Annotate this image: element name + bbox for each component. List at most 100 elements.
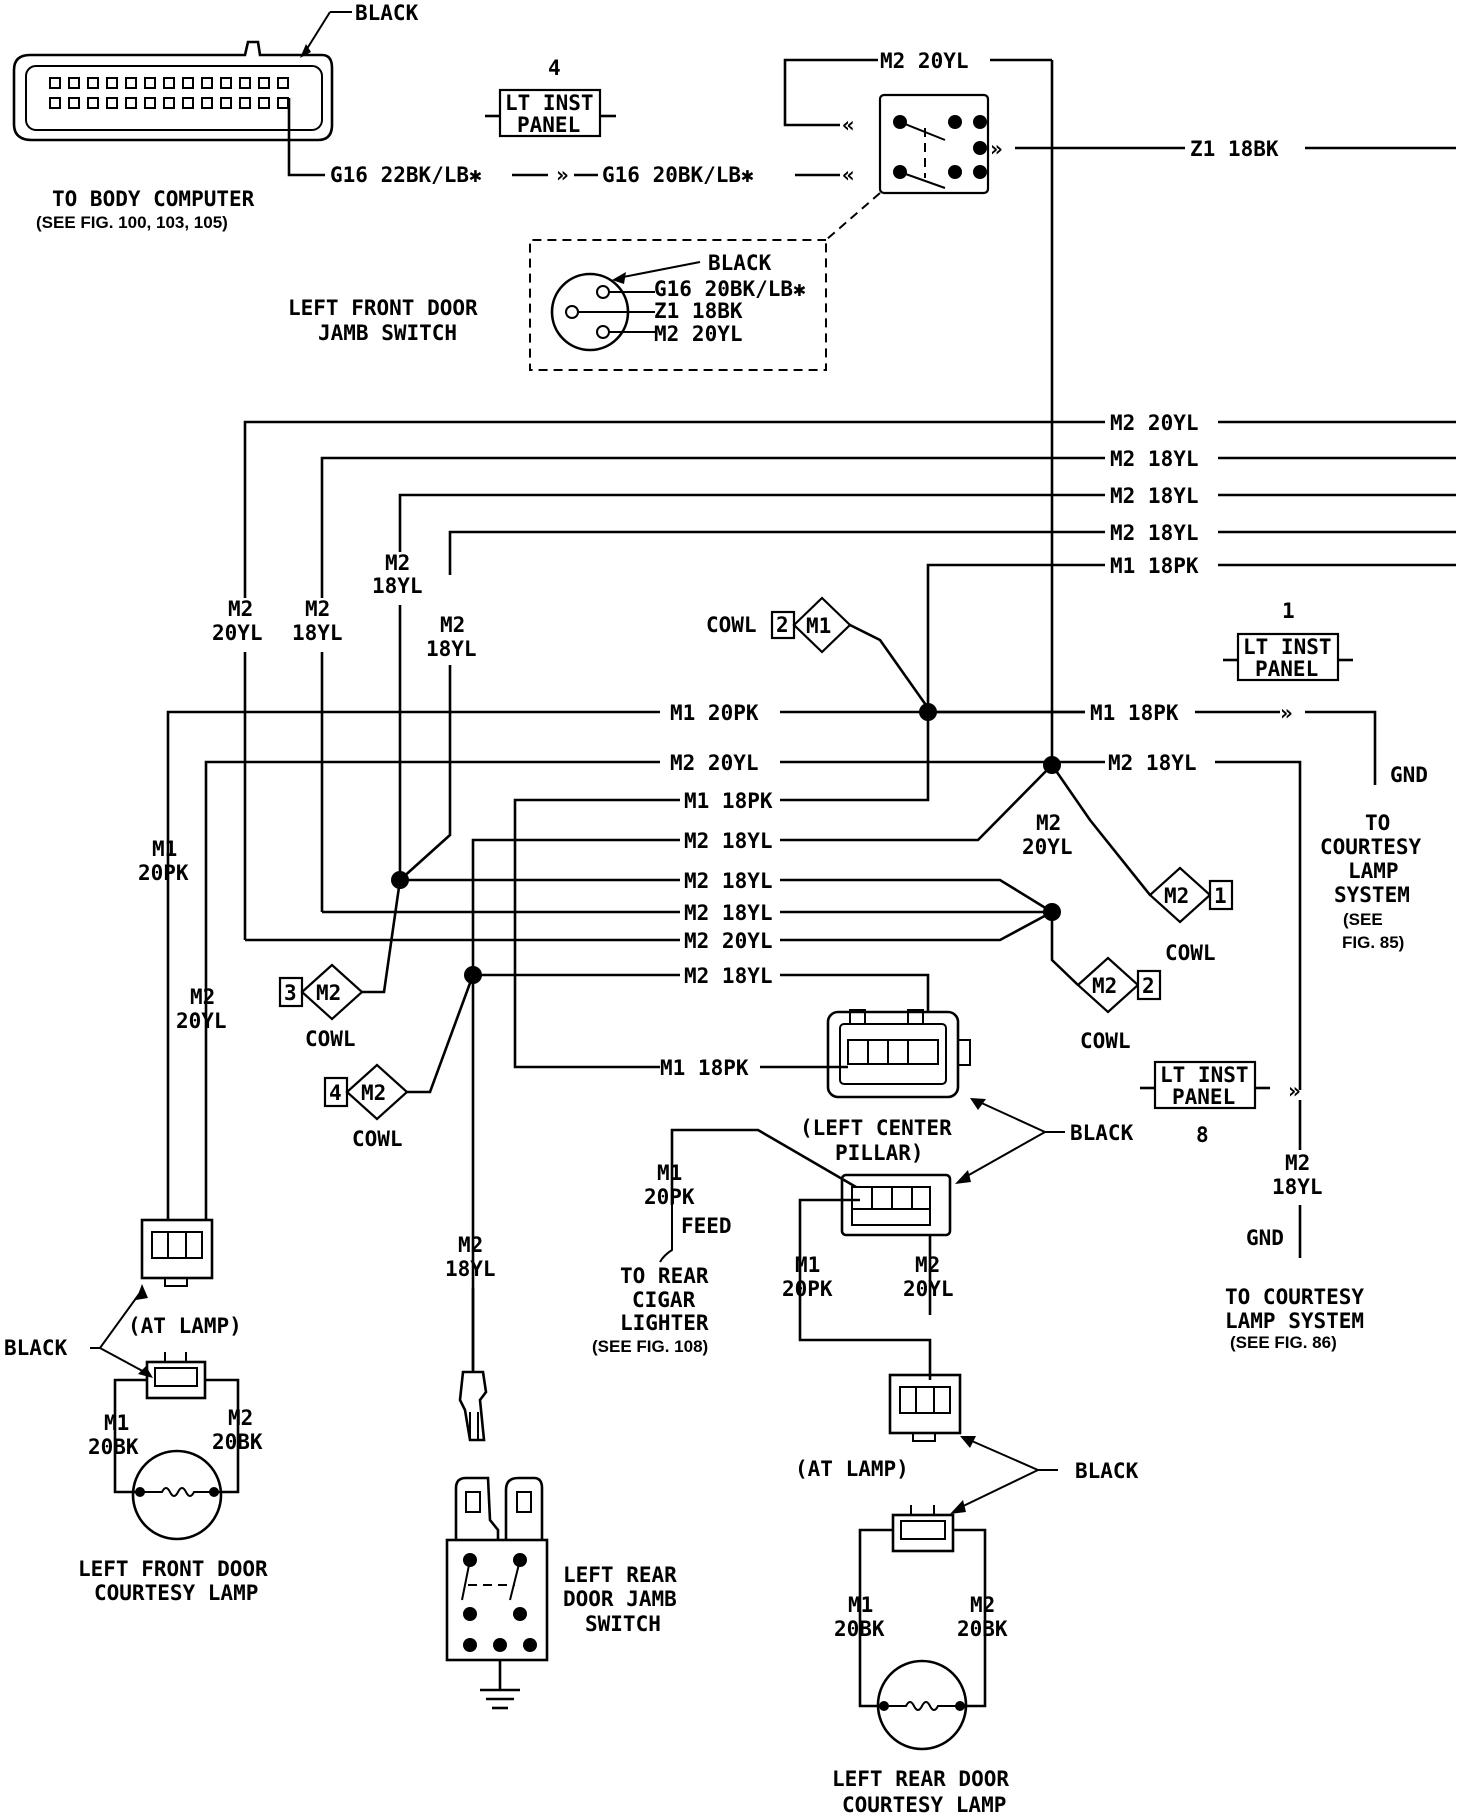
svg-text:M2 20YL: M2 20YL — [654, 322, 743, 346]
left-front-door-lamp — [90, 1218, 240, 1541]
svg-text:GND: GND — [1390, 763, 1428, 787]
svg-text:20YL: 20YL — [176, 1009, 227, 1033]
svg-text:20PK: 20PK — [782, 1277, 833, 1301]
svg-text:COWL: COWL — [1165, 941, 1216, 965]
svg-text:DOOR JAMB: DOOR JAMB — [563, 1587, 677, 1611]
svg-text:M2: M2 — [1092, 974, 1117, 998]
svg-text:M2: M2 — [316, 981, 341, 1005]
svg-text:»: » — [556, 163, 569, 187]
svg-text:M2: M2 — [190, 985, 215, 1009]
svg-text:COURTESY LAMP: COURTESY LAMP — [94, 1581, 258, 1605]
svg-text:18YL: 18YL — [445, 1257, 496, 1281]
svg-text:M1 20PK: M1 20PK — [670, 701, 759, 725]
svg-text:M2 20YL: M2 20YL — [684, 929, 773, 953]
svg-text:M2 18YL: M2 18YL — [1110, 447, 1199, 471]
svg-text:BLACK: BLACK — [1075, 1459, 1139, 1483]
connector-pin — [182, 77, 194, 89]
connector-pin — [220, 97, 232, 109]
mid-wires — [166, 708, 1105, 1345]
connector-pin — [258, 97, 270, 109]
lt-inst-panel-bottom: LT INST PANEL 8 » — [1140, 1060, 1302, 1150]
connector-pin — [125, 97, 137, 109]
connector-pin — [239, 77, 251, 89]
connector-pin — [49, 97, 61, 109]
svg-text:GND: GND — [1246, 1226, 1284, 1250]
svg-text:18YL: 18YL — [292, 621, 343, 645]
svg-text:M2 18YL: M2 18YL — [1110, 521, 1199, 545]
svg-text:M2 18YL: M2 18YL — [684, 964, 773, 988]
svg-text:M2 20YL: M2 20YL — [1110, 411, 1199, 435]
svg-text:20PK: 20PK — [138, 861, 189, 885]
svg-text:M2 18YL: M2 18YL — [1108, 751, 1197, 775]
svg-text:18YL: 18YL — [426, 637, 477, 661]
svg-text:PANEL: PANEL — [1255, 657, 1318, 681]
connector-pin — [87, 77, 99, 89]
cowl-connector-4-m2: 4 M2 COWL — [323, 974, 475, 1151]
connector-pin — [87, 97, 99, 109]
svg-text:M2: M2 — [228, 1406, 253, 1430]
svg-text:M1: M1 — [657, 1161, 682, 1185]
lt-inst-panel-right: 1 LT INST PANEL — [1223, 599, 1353, 682]
svg-text:3: 3 — [284, 981, 297, 1005]
body-computer-ref: (SEE FIG. 100, 103, 105) — [36, 213, 228, 232]
connector-pin — [144, 77, 156, 89]
svg-text:COURTESY LAMP: COURTESY LAMP — [842, 1793, 1006, 1817]
svg-text:M2 18YL: M2 18YL — [1110, 484, 1199, 508]
svg-text:(SEE: (SEE — [1343, 910, 1383, 929]
svg-text:SYSTEM: SYSTEM — [1334, 883, 1410, 907]
left-rear-door-lamp — [858, 1373, 1058, 1751]
svg-text:FIG. 85): FIG. 85) — [1342, 933, 1404, 952]
connector-pin — [239, 97, 251, 109]
pillar-lower-connector — [670, 1128, 952, 1380]
svg-text:18YL: 18YL — [372, 574, 423, 598]
svg-text:BLACK: BLACK — [1070, 1121, 1134, 1145]
connector-pin — [106, 77, 118, 89]
body-computer-connector — [12, 11, 352, 142]
svg-text:M2 18YL: M2 18YL — [684, 901, 773, 925]
svg-text:LAMP: LAMP — [1348, 859, 1399, 883]
svg-text:2: 2 — [1142, 974, 1155, 998]
connector-pin — [182, 97, 194, 109]
svg-text:M2: M2 — [970, 1593, 995, 1617]
bus-wires — [243, 420, 1456, 708]
svg-text:20BK: 20BK — [212, 1430, 263, 1454]
svg-text:M2: M2 — [361, 1081, 386, 1105]
svg-text:BLACK: BLACK — [4, 1336, 68, 1360]
svg-text:20BK: 20BK — [88, 1435, 139, 1459]
svg-text:G16 20BK/LB✱: G16 20BK/LB✱ — [654, 277, 806, 301]
front-jamb-switch-assembly: « M2 20YL » Z1 18BK — [529, 49, 1456, 765]
rear-jamb-switch-title: LEFT REAR — [563, 1563, 677, 1587]
svg-text:«: « — [842, 163, 855, 187]
connector-pin — [201, 97, 213, 109]
svg-text:20YL: 20YL — [212, 621, 263, 645]
cowl-connector-2-m2: M2 2 COWL — [1050, 912, 1162, 1053]
svg-text:20PK: 20PK — [644, 1185, 695, 1209]
svg-text:M1: M1 — [152, 837, 177, 861]
wire-g16-22-label: G16 22BK/LB✱ — [330, 163, 482, 187]
svg-text:M2: M2 — [458, 1233, 483, 1257]
connector-pin — [125, 77, 137, 89]
svg-text:M2: M2 — [440, 613, 465, 637]
svg-text:PANEL: PANEL — [517, 113, 580, 137]
connector-pin — [258, 77, 270, 89]
lt-inst-panel-top: 4 LT INST PANEL — [485, 56, 616, 138]
svg-text:(AT LAMP): (AT LAMP) — [795, 1457, 909, 1481]
svg-text:M1: M1 — [848, 1593, 873, 1617]
svg-text:»: » — [1288, 1079, 1301, 1103]
svg-text:M2: M2 — [1164, 884, 1189, 908]
svg-text:LT INST: LT INST — [1243, 635, 1332, 659]
svg-text:LT INST: LT INST — [1160, 1063, 1249, 1087]
connector-pin — [277, 97, 289, 109]
svg-text:M1 18PK: M1 18PK — [660, 1056, 749, 1080]
connector-pin — [220, 77, 232, 89]
rear-lamp-title: LEFT REAR DOOR — [832, 1767, 1009, 1791]
svg-text:(AT LAMP): (AT LAMP) — [128, 1314, 242, 1338]
svg-text:«: « — [842, 113, 855, 137]
connector-pin — [49, 77, 61, 89]
svg-text:M2 18YL: M2 18YL — [684, 829, 773, 853]
svg-text:JAMB SWITCH: JAMB SWITCH — [318, 321, 457, 345]
connector-pin — [68, 77, 80, 89]
connector-pin — [201, 77, 213, 89]
wire-z1-18bk-label: Z1 18BK — [1190, 137, 1279, 161]
svg-text:»: » — [990, 137, 1003, 161]
